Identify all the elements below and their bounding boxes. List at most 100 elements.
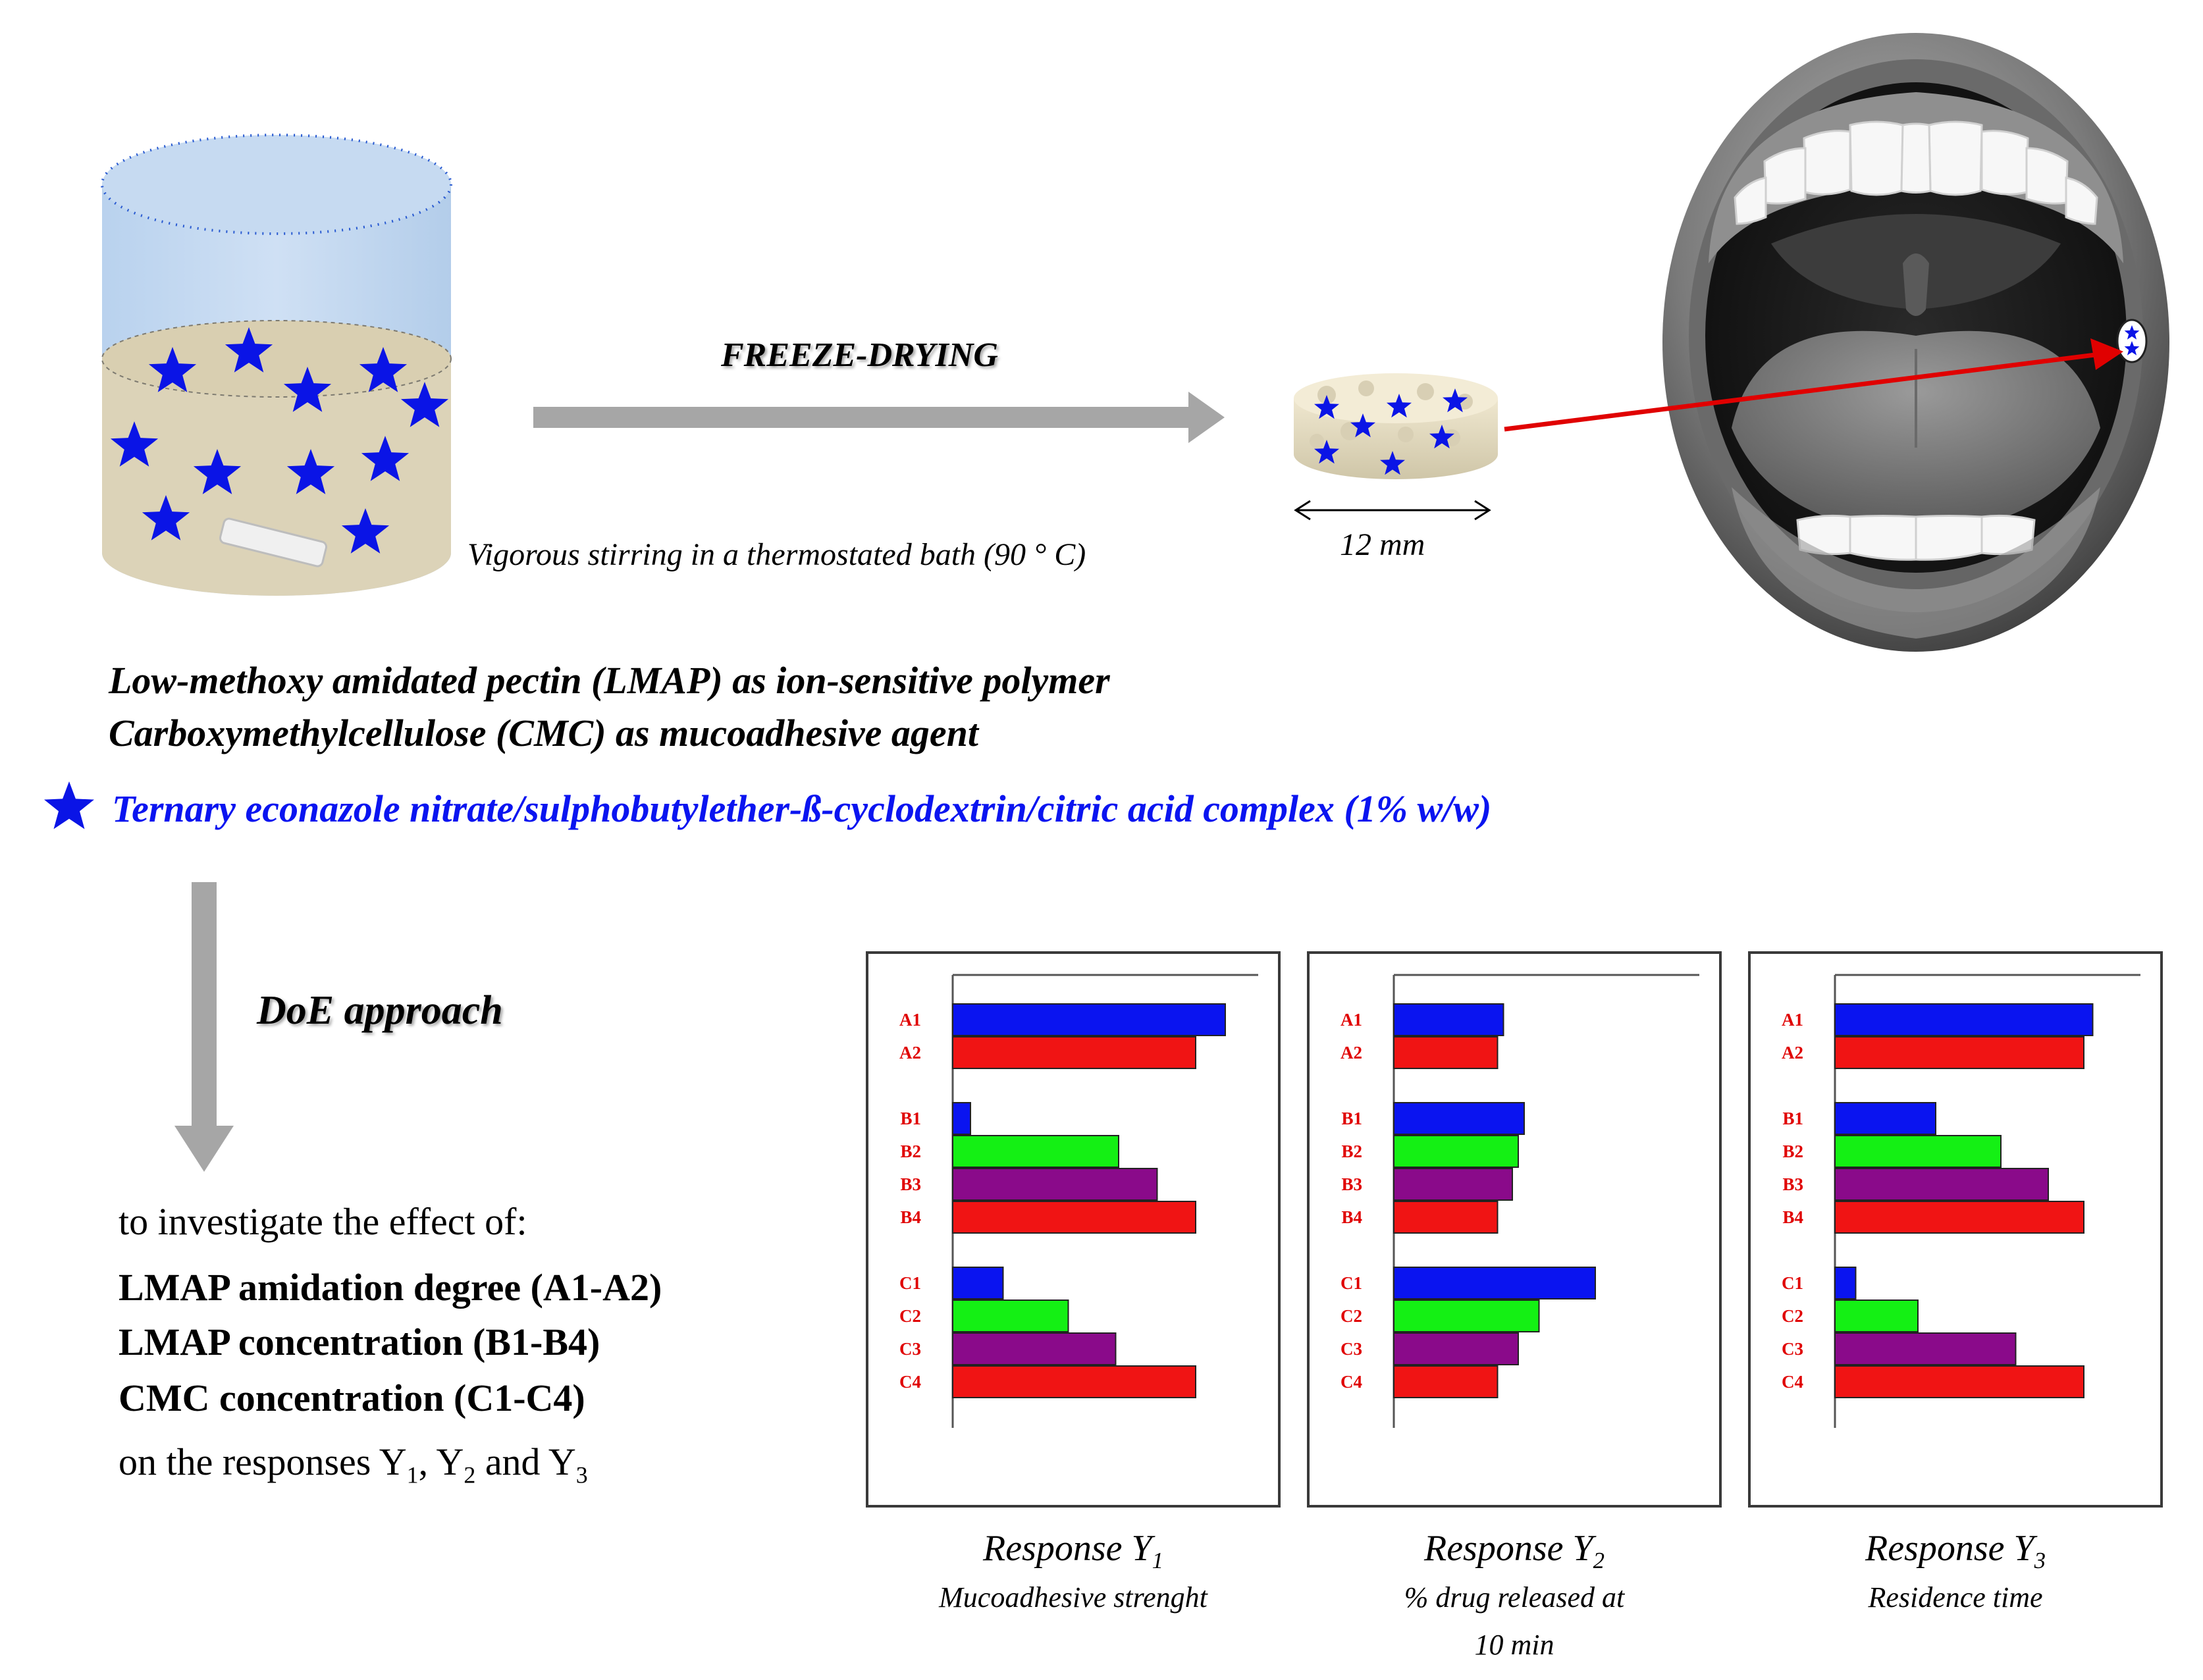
drug-complex-stars [110, 327, 449, 554]
tick-label-a1: A1 [899, 1010, 921, 1030]
bar-c1 [952, 1267, 1004, 1299]
tick-label-a2: A2 [1782, 1043, 1803, 1063]
bar-c1 [1393, 1267, 1596, 1299]
tick-label-a2: A2 [1340, 1043, 1362, 1063]
tick-label-a1: A1 [1782, 1010, 1803, 1030]
bar-a1 [952, 1003, 1226, 1036]
bar-b2 [952, 1135, 1119, 1168]
pointer-arrow [1504, 338, 2123, 432]
star-icon [225, 327, 273, 373]
tick-label-c4: C4 [899, 1372, 921, 1392]
tick-label-b3: B3 [900, 1174, 921, 1194]
tick-label-c4: C4 [1782, 1372, 1803, 1392]
bar-c3 [1393, 1332, 1519, 1365]
bar-a2 [1834, 1036, 2084, 1069]
double-arrow-icon [1294, 500, 1491, 521]
star-icon [44, 781, 94, 829]
tick-label-c3: C3 [1782, 1339, 1803, 1359]
tick-label-c4: C4 [1340, 1372, 1362, 1392]
factor-c: CMC concentration (C1-C4) [119, 1377, 585, 1419]
factor-b: LMAP concentration (B1-B4) [119, 1321, 600, 1363]
bar-b4 [1834, 1201, 2084, 1234]
star-icon [1314, 395, 1339, 419]
process-label: FREEZE-DRYING [721, 336, 998, 374]
bar-b3 [1834, 1168, 2049, 1201]
bar-c3 [952, 1332, 1117, 1365]
stirring-note: Vigorous stirring in a thermostated bath… [467, 537, 1086, 572]
bar-b1 [1393, 1102, 1525, 1135]
tick-label-b1: B1 [1782, 1109, 1803, 1128]
tick-label-b4: B4 [1782, 1207, 1803, 1227]
bar-c2 [952, 1299, 1069, 1332]
bar-c4 [952, 1365, 1196, 1398]
star-icon [1443, 388, 1468, 413]
tick-label-c1: C1 [1340, 1273, 1362, 1293]
lmap-line: Low-methoxy amidated pectin (LMAP) as io… [109, 659, 1110, 702]
bar-b1 [1834, 1102, 1936, 1135]
tick-label-b1: B1 [1341, 1109, 1362, 1128]
star-icon [341, 508, 390, 554]
star-icon [2124, 341, 2140, 355]
tick-label-b2: B2 [900, 1142, 921, 1161]
bar-b4 [1393, 1201, 1499, 1234]
size-label: 12 mm [1340, 527, 1425, 562]
tick-label-b3: B3 [1782, 1174, 1803, 1194]
caption-y3: Response Y3 Residence time [1748, 1527, 2163, 1621]
caption-y1-subtitle: Mucoadhesive strenght [939, 1581, 1208, 1614]
star-icon [1429, 425, 1454, 449]
star-icon [44, 781, 94, 829]
investigate-text: to investigate the effect of: [119, 1200, 527, 1243]
star-icon [148, 347, 197, 392]
star-icon [1314, 440, 1339, 464]
bar-c1 [1834, 1267, 1857, 1299]
caption-y2: Response Y2 % drug released at 10 min [1307, 1527, 1722, 1669]
cmc-line: Carboxymethylcellulose (CMC) as mucoadhe… [109, 712, 979, 754]
tick-label-b2: B2 [1341, 1142, 1362, 1161]
star-icon [2124, 325, 2140, 340]
star-icon [286, 449, 335, 494]
bar-a2 [1393, 1036, 1499, 1069]
tick-label-c3: C3 [1340, 1339, 1362, 1359]
responses-text: on the responses Y1, Y2 and Y3 [119, 1440, 588, 1488]
star-icon [400, 382, 449, 427]
tick-label-c1: C1 [1782, 1273, 1803, 1293]
tick-label-b3: B3 [1341, 1174, 1362, 1194]
bar-c2 [1834, 1299, 1919, 1332]
doe-label: DoE approach [257, 988, 503, 1033]
star-icon [110, 421, 159, 467]
star-icon [1350, 413, 1375, 438]
bar-c4 [1393, 1365, 1499, 1398]
caption-y1: Response Y1 Mucoadhesive strenght [866, 1527, 1281, 1621]
bar-c2 [1393, 1299, 1540, 1332]
bar-b2 [1393, 1135, 1519, 1168]
mouth-icon [1662, 33, 2169, 652]
doe-arrow [174, 882, 234, 1172]
tick-label-c1: C1 [899, 1273, 921, 1293]
freeze-drying-arrow [533, 392, 1225, 443]
star-icon [361, 436, 410, 481]
tick-label-a2: A2 [899, 1043, 921, 1063]
bar-b1 [952, 1102, 971, 1135]
tick-label-b2: B2 [1782, 1142, 1803, 1161]
tick-label-c2: C2 [1340, 1306, 1362, 1326]
star-icon [359, 347, 408, 392]
caption-y2-title: Response Y [1423, 1528, 1593, 1569]
bar-b2 [1834, 1135, 2002, 1168]
star-icon [1380, 451, 1405, 475]
star-icon [193, 449, 242, 494]
caption-y3-title: Response Y [1865, 1528, 2034, 1569]
factor-a: LMAP amidation degree (A1-A2) [119, 1266, 662, 1309]
bar-c4 [1834, 1365, 2084, 1398]
tick-label-b4: B4 [900, 1207, 921, 1227]
complex-line: Ternary econazole nitrate/sulphobutyleth… [112, 787, 1492, 830]
bar-a2 [952, 1036, 1196, 1069]
bar-b3 [1393, 1168, 1513, 1201]
star-icon [1387, 394, 1412, 418]
bar-a1 [1393, 1003, 1504, 1036]
caption-y1-title: Response Y [982, 1528, 1152, 1569]
